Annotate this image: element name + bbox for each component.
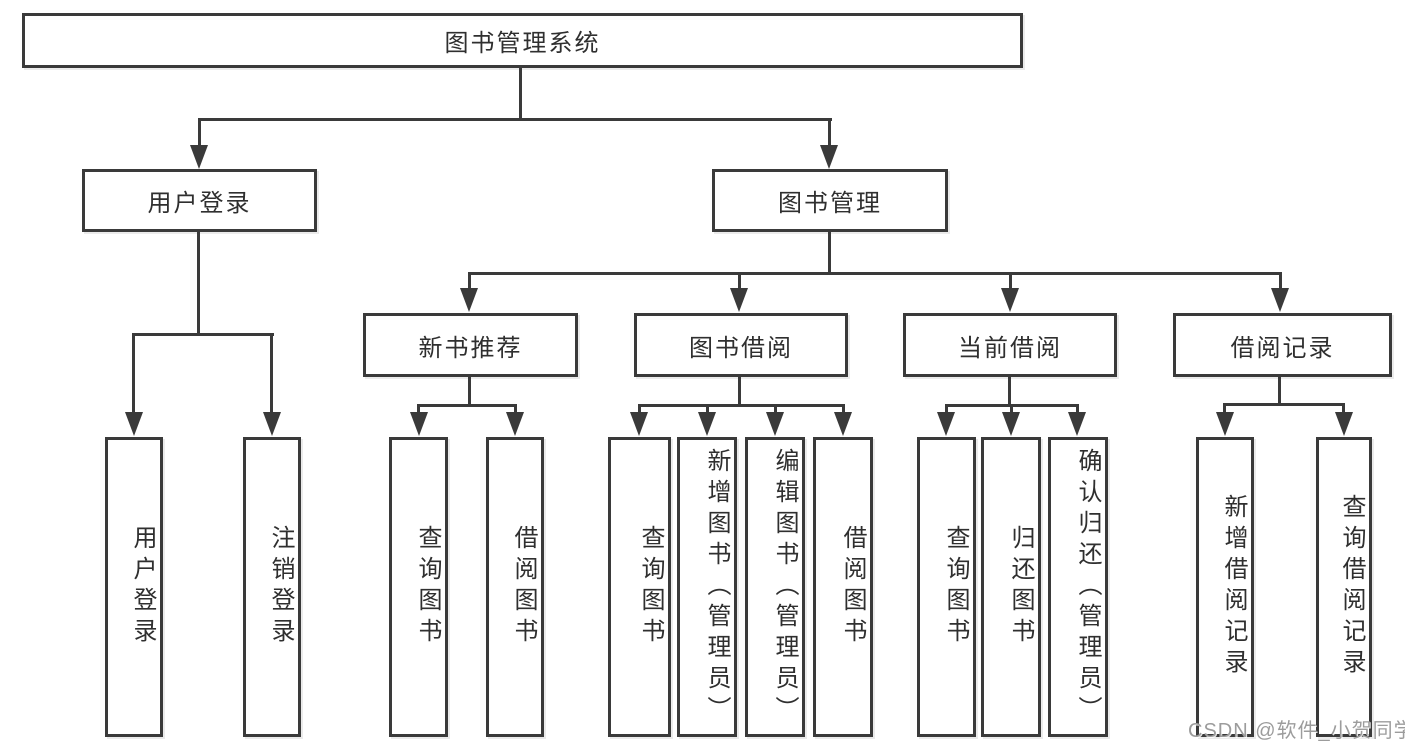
connector-leaf-shaft: [638, 404, 641, 418]
connector-records-vline: [1278, 376, 1281, 406]
leaf-bb-borrow-books: 借阅图书: [813, 437, 873, 737]
connector-book-mgmt-hline: [468, 272, 1282, 275]
arrow-down-icon: [410, 412, 428, 436]
arrow-down-icon: [730, 288, 748, 312]
connector-root-hline: [198, 118, 832, 121]
node-book-management: 图书管理: [712, 169, 948, 232]
arrow-down-icon: [1271, 288, 1289, 312]
connector-currentborrow-vline: [1008, 376, 1011, 407]
leaf-bb-query-books: 查询图书: [608, 437, 671, 737]
connector-newbook-hline: [417, 404, 517, 407]
connector-leaf-shaft: [774, 404, 777, 418]
connector-l3-shaft: [738, 272, 741, 292]
arrow-down-icon: [190, 145, 208, 169]
connector-leaf-shaft: [270, 333, 273, 416]
connector-newbook-vline: [468, 376, 471, 407]
leaf-rec-borrow-books: 借阅图书: [486, 437, 544, 737]
node-new-book-recommendation: 新书推荐: [363, 313, 578, 377]
connector-leaf-shaft: [1342, 403, 1345, 418]
connector-leaf-shaft: [1010, 404, 1013, 418]
arrow-down-icon: [125, 412, 143, 436]
connector-records-hline: [1223, 403, 1345, 406]
connector-bookborrow-hline: [638, 404, 845, 407]
connector-user-login-shaft: [198, 118, 201, 150]
connector-leaf-shaft: [706, 404, 709, 418]
node-borrowing-records: 借阅记录: [1173, 313, 1392, 377]
node-user-login: 用户登录: [82, 169, 317, 232]
node-current-borrowing: 当前借阅: [903, 313, 1117, 377]
connector-leaf-shaft: [1223, 403, 1226, 418]
connector-leaf-shaft: [417, 404, 420, 418]
leaf-br-add-record: 新增借阅记录: [1196, 437, 1254, 737]
connector-l3-shaft: [1279, 272, 1282, 292]
arrow-down-icon: [1002, 412, 1020, 436]
connector-l3-shaft: [1009, 272, 1012, 292]
connector-leaf-shaft: [514, 404, 517, 418]
arrow-down-icon: [834, 412, 852, 436]
arrow-down-icon: [820, 145, 838, 169]
leaf-rec-query-books: 查询图书: [389, 437, 448, 737]
connector-book-mgmt-vline: [828, 231, 831, 275]
arrow-down-icon: [506, 412, 524, 436]
leaf-cb-query-books: 查询图书: [917, 437, 976, 737]
connector-bookborrow-vline: [738, 376, 741, 407]
connector-root-vline: [519, 67, 522, 121]
connector-leaf-shaft: [132, 333, 135, 416]
connector-l3-shaft: [468, 272, 471, 292]
arrow-down-icon: [263, 412, 281, 436]
leaf-bb-edit-books-admin: 编辑图书（管理员）: [745, 437, 805, 737]
leaf-cb-confirm-return-admin: 确认归还（管理员）: [1048, 437, 1108, 737]
arrow-down-icon: [1216, 412, 1234, 436]
leaf-br-query-record: 查询借阅记录: [1316, 437, 1372, 737]
arrow-down-icon: [1335, 412, 1353, 436]
leaf-bb-add-books-admin: 新增图书（管理员）: [677, 437, 737, 737]
node-library-management-system: 图书管理系统: [22, 13, 1023, 68]
arrow-down-icon: [630, 412, 648, 436]
arrow-down-icon: [1001, 288, 1019, 312]
arrow-down-icon: [698, 412, 716, 436]
connector-user-login-vline: [197, 231, 200, 336]
arrow-down-icon: [460, 288, 478, 312]
leaf-user-login: 用户登录: [105, 437, 163, 737]
connector-book-mgmt-shaft: [828, 118, 831, 150]
connector-leaf-shaft: [842, 404, 845, 418]
connector-leaf-shaft: [1076, 404, 1079, 418]
connector-user-login-hline: [132, 333, 274, 336]
node-book-borrowing: 图书借阅: [634, 313, 848, 377]
arrow-down-icon: [937, 412, 955, 436]
connector-leaf-shaft: [945, 404, 948, 418]
arrow-down-icon: [1068, 412, 1086, 436]
leaf-logout: 注销登录: [243, 437, 301, 737]
arrow-down-icon: [766, 412, 784, 436]
leaf-cb-return-books: 归还图书: [981, 437, 1041, 737]
watermark: CSDN @软件_小贺同学: [1188, 720, 1405, 742]
